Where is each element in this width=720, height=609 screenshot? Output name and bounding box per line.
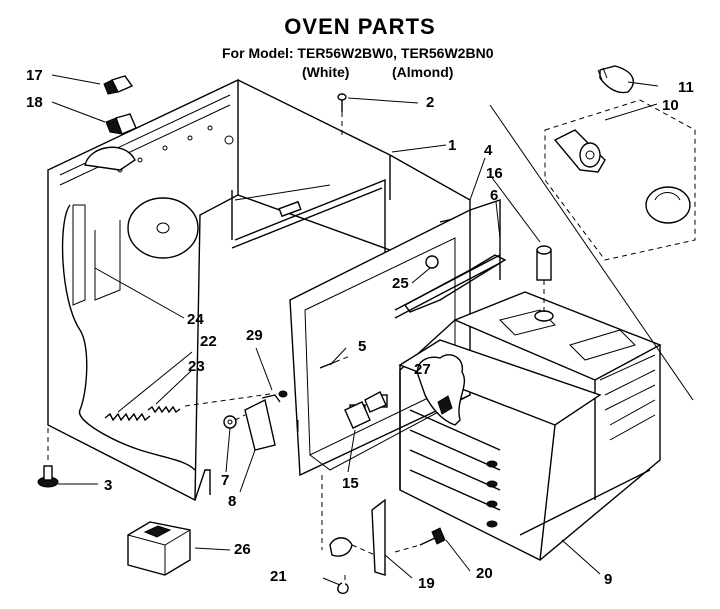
callout-23: 23 xyxy=(188,358,205,375)
callout-11: 11 xyxy=(678,79,694,96)
callout-4: 4 xyxy=(484,142,493,159)
selector-button-18 xyxy=(105,113,137,135)
callout-3: 3 xyxy=(104,477,112,494)
callout-27: 27 xyxy=(414,361,431,378)
leveling-leg-3 xyxy=(37,428,59,488)
callout-leaders xyxy=(51,74,694,586)
callout-5: 5 xyxy=(358,338,366,355)
door-latch-19 xyxy=(321,475,386,576)
variant-white: (White) xyxy=(302,64,350,80)
diagram-title: OVEN PARTS xyxy=(284,14,436,39)
callout-26: 26 xyxy=(234,541,251,558)
callout-9: 9 xyxy=(604,571,612,588)
callout-29: 29 xyxy=(246,327,263,344)
selector-button-17 xyxy=(103,75,134,95)
screw-20 xyxy=(394,527,446,553)
callout-24: 24 xyxy=(187,311,204,328)
oven-sensor-16 xyxy=(534,245,554,322)
oven-light-assembly xyxy=(544,65,696,261)
callout-19: 19 xyxy=(418,575,435,592)
callout-21: 21 xyxy=(270,568,287,585)
door-hinge-7-8-29 xyxy=(223,390,288,451)
callout-8: 8 xyxy=(228,493,236,510)
oven-cabinet-frame xyxy=(47,78,471,502)
callout-20: 20 xyxy=(476,565,493,582)
callout-16: 16 xyxy=(486,165,503,182)
callout-18: 18 xyxy=(26,94,43,111)
door-frame-assembly xyxy=(289,199,507,477)
callout-2: 2 xyxy=(426,94,434,111)
callout-25: 25 xyxy=(392,275,409,292)
screw-2 xyxy=(337,93,347,135)
bake-element-27 xyxy=(416,354,466,426)
door-springs-22-23 xyxy=(104,393,271,422)
callout-17: 17 xyxy=(26,67,43,84)
variant-almond: (Almond) xyxy=(392,64,454,80)
callout-15: 15 xyxy=(342,475,359,492)
part-26-box xyxy=(127,521,191,576)
clip-21 xyxy=(337,575,349,594)
part-15-block xyxy=(344,391,387,429)
callout-7: 7 xyxy=(221,472,229,489)
callout-22: 22 xyxy=(200,333,217,350)
callout-10: 10 xyxy=(662,97,679,114)
model-subtitle: For Model: TER56W2BW0, TER56W2BN0 xyxy=(222,45,494,61)
callout-numbers: 1 2 3 4 5 6 7 8 9 10 11 15 16 17 18 19 2… xyxy=(26,67,694,592)
callout-6: 6 xyxy=(490,187,498,204)
callout-1: 1 xyxy=(448,137,456,154)
